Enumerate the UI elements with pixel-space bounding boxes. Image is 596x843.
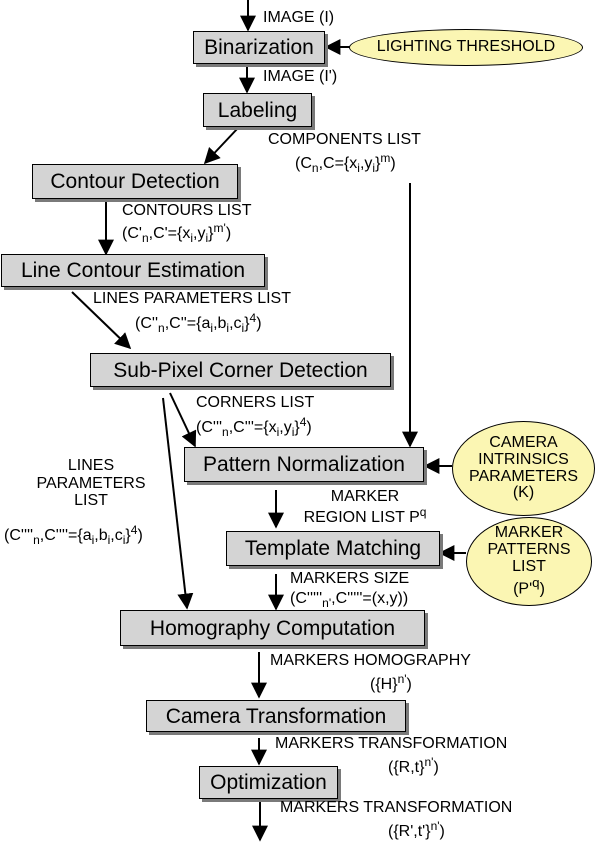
pattern-normalization-label: Pattern Normalization xyxy=(203,453,405,476)
lines-parameters-2-line-1: LINES xyxy=(67,457,115,474)
labeling-label: Labeling xyxy=(217,98,298,122)
lighting-threshold-ellipse: LIGHTING THRESHOLD xyxy=(349,29,583,66)
camera-intrinsics-line-3: PARAMETERS xyxy=(468,467,579,485)
homography-computation-label: Homography Computation xyxy=(149,616,396,640)
labeling-box: Labeling xyxy=(203,93,312,127)
image-i-label: IMAGE (I) xyxy=(263,9,335,26)
markers-transformation-label: MARKERS TRANSFORMATION xyxy=(275,735,508,752)
components-formula: (Cn,C={xi,yi}m) xyxy=(295,151,396,175)
camera-intrinsics-line-1: CAMERA xyxy=(489,433,558,451)
contours-formula: (C'n,C'={xi,yi}m') xyxy=(122,221,232,245)
corners-list-label: CORNERS LIST xyxy=(196,394,315,411)
marker-patterns-formula: (P'q) xyxy=(513,574,545,597)
arrow-subpixel-to-homography xyxy=(162,397,194,610)
marker-patterns-line-1: MARKER xyxy=(494,524,564,542)
markers-homography-formula: ({H}n') xyxy=(370,672,412,693)
markers-transformation-2-formula: ({R',t'}n') xyxy=(388,819,445,840)
line-contour-estimation-label: Line Contour Estimation xyxy=(20,259,246,282)
lines-parameters-formula-2: (C''''n,C''''={ai,bi,ci}4) xyxy=(4,523,143,547)
contour-detection-box: Contour Detection xyxy=(32,164,238,199)
arrow-labeling-to-contour xyxy=(203,127,239,165)
marker-region-line-1: MARKER xyxy=(330,488,400,505)
marker-region-list-label: MARKER REGION LIST Pq xyxy=(290,488,440,526)
contour-detection-label: Contour Detection xyxy=(50,170,220,193)
markers-transformation-formula: ({R,t}n') xyxy=(388,755,439,776)
arrow-line-to-subpixel xyxy=(71,291,132,350)
camera-intrinsics-line-2: INTRINSICS xyxy=(478,450,569,468)
lines-parameters-2-line-3: LIST xyxy=(74,492,108,510)
optimization-box: Optimization xyxy=(199,766,338,799)
camera-intrinsics-line-4: (K) xyxy=(512,484,535,502)
template-matching-box: Template Matching xyxy=(226,531,440,566)
lighting-threshold-label: LIGHTING THRESHOLD xyxy=(376,38,556,56)
markers-size-label: MARKERS SIZE xyxy=(290,570,410,587)
arrow-subpixel-to-normalization xyxy=(169,392,197,448)
optimization-label: Optimization xyxy=(210,771,327,794)
markers-homography-label: MARKERS HOMOGRAPHY xyxy=(270,652,471,669)
contours-list-label: CONTOURS LIST xyxy=(122,202,252,219)
markers-transformation-2-label: MARKERS TRANSFORMATION xyxy=(280,799,513,816)
markers-size-formula: (C'''''n',C'''''=(x,y)) xyxy=(290,590,409,610)
camera-transformation-box: Camera Transformation xyxy=(146,700,406,732)
lines-parameters-2-line-2: PARAMETERS xyxy=(36,474,146,492)
binarization-box: Binarization xyxy=(193,31,325,64)
camera-intrinsics-ellipse: CAMERA INTRINSICS PARAMETERS (K) xyxy=(452,421,595,516)
subpixel-corner-detection-label: Sub-Pixel Corner Detection xyxy=(113,358,368,382)
line-contour-estimation-box: Line Contour Estimation xyxy=(1,254,265,287)
binarization-label: Binarization xyxy=(204,36,314,59)
subpixel-corner-detection-box: Sub-Pixel Corner Detection xyxy=(90,353,391,387)
lines-parameters-formula: (C''n,C''={ai,bi,ci}4) xyxy=(135,311,262,335)
components-list-label: COMPONENTS LIST xyxy=(268,131,421,148)
corners-formula: (C'''n,C'''={xi,yi}4) xyxy=(196,415,312,439)
lines-parameters-list-2-label: LINES PARAMETERS LIST xyxy=(16,457,166,510)
marker-patterns-line-3: LIST xyxy=(512,557,546,575)
marker-region-line-2: REGION LIST Pq xyxy=(303,504,427,526)
pattern-normalization-box: Pattern Normalization xyxy=(184,447,424,482)
image-i-prime-label: IMAGE (I') xyxy=(263,68,338,85)
camera-transformation-label: Camera Transformation xyxy=(165,704,387,728)
template-matching-label: Template Matching xyxy=(244,537,422,560)
homography-computation-box: Homography Computation xyxy=(120,610,425,646)
marker-patterns-line-2: PATTERNS xyxy=(487,541,571,559)
marker-patterns-ellipse: MARKER PATTERNS LIST (P'q) xyxy=(466,517,592,606)
lines-parameters-list-label: LINES PARAMETERS LIST xyxy=(93,290,291,307)
